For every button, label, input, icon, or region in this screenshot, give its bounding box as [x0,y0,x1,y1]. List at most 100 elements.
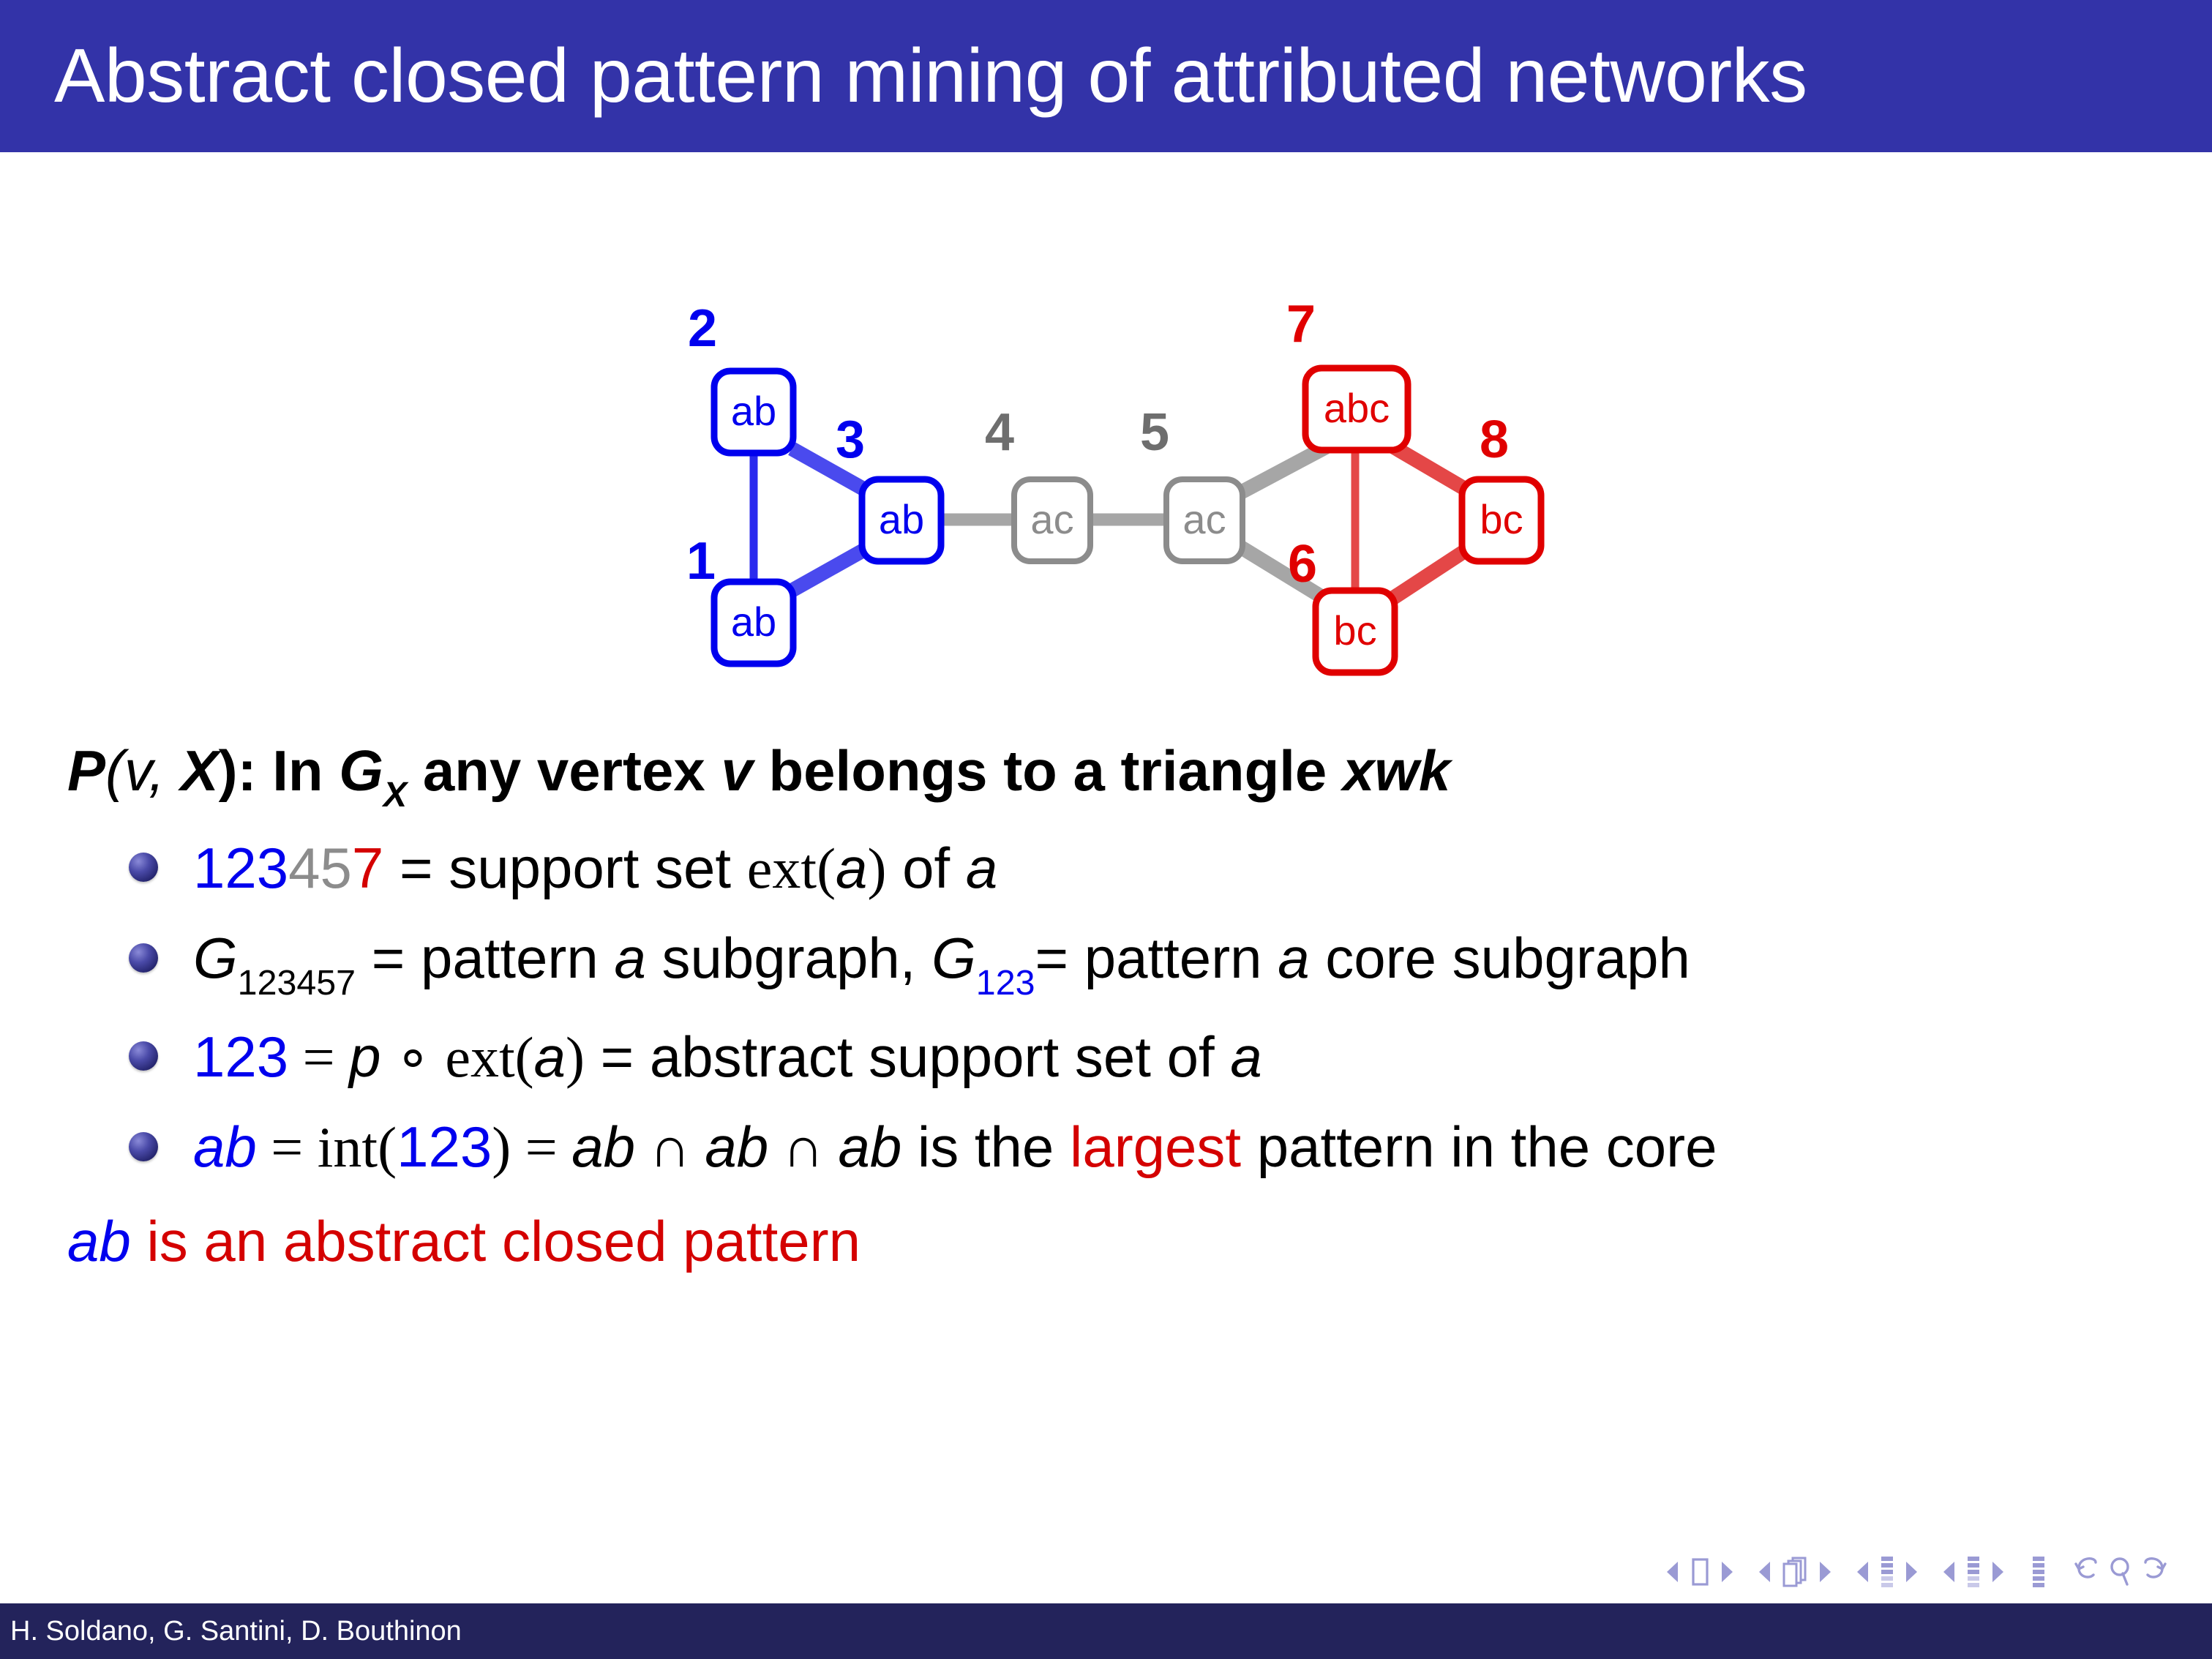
graph-node-6[interactable]: bc [1312,587,1398,676]
statement-xwk: xwk [1342,738,1451,803]
bullet-dot-icon [129,1131,158,1161]
bullet4-is-the: is the [901,1115,1070,1180]
statement-P: P [67,738,106,803]
conclusion-line: ab is an abstract closed pattern [0,1208,2212,1275]
graph-node-4[interactable]: ac [1011,476,1093,564]
graph-node-1[interactable]: ab [711,578,797,667]
bullet3-a1: a [533,1024,566,1089]
graph-node-id-3: 3 [836,411,865,469]
bullet1-lparen: ( [817,836,836,900]
bullet2-sub2: core subgraph [1309,926,1690,991]
statement-comma: , [149,738,181,803]
graph-node-1-label: ab [731,599,776,645]
prev-section-arrow-icon[interactable] [1941,1559,1956,1584]
graph-node-7[interactable]: abc [1302,364,1411,454]
bullet2-G1-subscript: 123457 [237,962,356,1003]
bullet2-G2: G [931,926,976,991]
graph-node-2[interactable]: ab [711,367,797,457]
graph-svg: ab ab ab ac ac [686,295,1545,676]
graph-node-5[interactable]: ac [1163,476,1245,564]
next-slide-arrow-icon[interactable] [1720,1559,1735,1584]
statement-open-paren: ( [105,738,125,803]
next-section-arrow-icon[interactable] [1991,1559,2006,1584]
statement-in: In [272,738,340,803]
list-item: 123 = p ∘ ext(a) = abstract support set … [0,1025,2212,1090]
presentation-icon[interactable] [2028,1555,2050,1589]
bullet2-eq2: = pattern [1035,926,1278,991]
bullet4-cap1: ∩ [634,1115,705,1180]
slide-title-bar: Abstract closed pattern mining of attrib… [0,0,2212,152]
prev-subsection-arrow-icon[interactable] [1855,1559,1870,1584]
bullet4-int: int [317,1115,378,1180]
nav-group-navigation [2072,1555,2170,1589]
prev-slide-arrow-icon[interactable] [1665,1559,1679,1584]
next-frame-arrow-icon[interactable] [1818,1559,1833,1584]
beamer-navigation-symbols [1665,1546,2170,1598]
bullet1-red-digit: 7 [351,835,384,900]
graph-node-3[interactable]: ab [858,476,945,565]
bullet1-support-set: support set [449,835,747,900]
statement-close-colon: ): [218,738,273,803]
bullet2-sub1: subgraph, [645,926,932,991]
graph-node-id-6: 6 [1288,535,1317,593]
bullet3-circ: ∘ [380,1025,446,1089]
nav-group-subsection [1855,1555,1919,1589]
graph-node-2-label: ab [731,388,776,434]
search-icon[interactable] [2107,1555,2134,1589]
bullet-dot-icon [129,853,158,883]
bullet2-G1: G [193,926,238,991]
bullet1-blue-digits: 123 [193,835,289,900]
bullet3-ext: ext [445,1025,515,1089]
list-item: ab = int(123) = ab ∩ ab ∩ ab is the larg… [0,1115,2212,1180]
list-item: 123457 = support set ext(a) of a [0,836,2212,902]
bullet3-lparen: ( [514,1025,534,1089]
graph-node-8-label: bc [1480,496,1523,542]
bullet2-eq1: = pattern [356,926,615,991]
bullet1-gray-digits: 45 [288,835,352,900]
graph-node-3-label: ab [879,496,924,542]
bullet4-blue-digits: 123 [397,1115,492,1180]
conclusion-ab: ab [67,1209,131,1274]
bullet2-a1: a [614,926,646,991]
nav-group-frame [1757,1556,1833,1588]
bullet3-p: p [349,1024,381,1089]
bullet4-ab1: ab [193,1115,257,1180]
next-subsection-arrow-icon[interactable] [1905,1559,1919,1584]
graph-node-ids: 2 1 3 4 5 7 6 8 [686,295,1509,593]
frames-icon[interactable] [1778,1556,1812,1588]
forward-icon[interactable] [2140,1555,2170,1589]
section-icon[interactable] [1962,1555,1984,1589]
graph-node-4-label: ac [1030,496,1073,542]
subsection-icon[interactable] [1876,1555,1898,1589]
bullet4-ab2: ab [571,1115,635,1180]
back-icon[interactable] [2072,1555,2101,1589]
slide-footer-bar: H. Soldano, G. Santini, D. Bouthinon [0,1603,2212,1659]
slide-icon[interactable] [1686,1556,1714,1588]
list-item: G123457 = pattern a subgraph, G123= patt… [0,926,2212,1003]
bullet4-eq2: = [511,1115,572,1180]
statement-v2: v [721,738,753,803]
statement-belongs: belongs to a triangle [752,738,1343,803]
graph-node-id-1: 1 [686,532,716,591]
bullet4-ab3: ab [705,1115,769,1180]
prev-frame-arrow-icon[interactable] [1757,1559,1772,1584]
graph-node-id-7: 7 [1286,295,1316,353]
statement-v1: v [124,738,149,803]
bullet4-eq1: = [256,1115,318,1180]
bullet3-eq2: = abstract support set of [585,1024,1231,1089]
bullet4-lparen: ( [378,1115,397,1180]
nav-group-slide [1665,1556,1735,1588]
graph-node-8[interactable]: bc [1458,476,1545,565]
bullet4-tail: pattern in the core [1241,1115,1717,1180]
edge-5-7 [1231,441,1330,502]
nav-group-presentation [2028,1555,2050,1589]
nav-group-section [1941,1555,2006,1589]
graph-node-5-label: ac [1182,496,1226,542]
graph-edges [749,428,1478,611]
bullet1-rparen: ) [867,836,887,900]
predicate-statement: P(v, X): In GX any vertex v belongs to a… [0,738,2212,814]
statement-any-vertex: any vertex [407,738,721,803]
bullet1-of: of [886,835,966,900]
bullet3-rparen: ) [566,1025,585,1089]
conclusion-rest: is an abstract closed pattern [130,1209,861,1274]
